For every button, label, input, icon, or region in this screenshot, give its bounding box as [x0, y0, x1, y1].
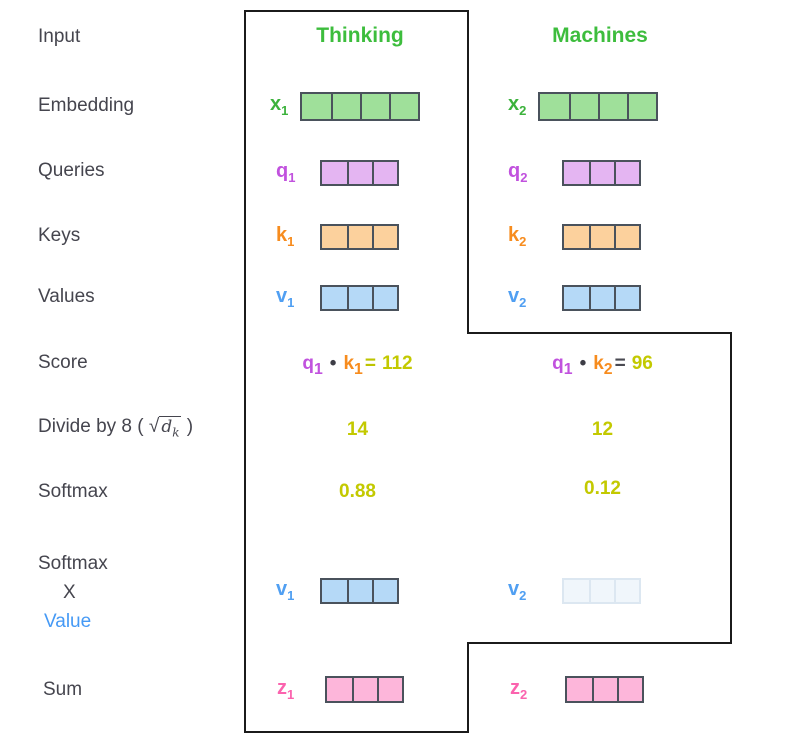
vector-x2 — [538, 92, 658, 121]
score1-k: k1 — [343, 353, 363, 378]
vector-cell — [564, 162, 589, 184]
vector-cell — [589, 226, 614, 248]
vector-cell — [614, 226, 639, 248]
row-label-embedding: Embedding — [38, 95, 135, 116]
divide-value-1: 14 — [346, 419, 369, 440]
vector-cell — [389, 94, 418, 119]
sqrt-symbol: √ — [148, 416, 160, 437]
vector-k1 — [320, 224, 399, 250]
vector-label-z2: z2 — [510, 677, 528, 702]
softmax-value-2: 0.12 — [584, 478, 621, 499]
vector-cell — [372, 580, 397, 602]
vector-cell — [352, 678, 377, 701]
vector-cell — [589, 287, 614, 309]
vector-cell — [360, 94, 389, 119]
vector-label-q2: q2 — [508, 160, 528, 185]
vector-label-v2-weighted: v2 — [508, 578, 527, 603]
vector-cell — [617, 678, 642, 701]
vector-cell — [614, 287, 639, 309]
vector-label-v1: v1 — [276, 285, 295, 310]
vector-q2 — [562, 160, 641, 186]
row-label-sum: Sum — [43, 679, 83, 700]
vector-cell — [598, 94, 627, 119]
row-label-softmax: Softmax — [38, 481, 108, 502]
row-label-values: Values — [38, 286, 95, 307]
divide-value-2: 12 — [591, 419, 614, 440]
score-1: q1 • k1=112 — [250, 353, 465, 379]
score1-value: 112 — [381, 353, 413, 374]
vector-v1 — [320, 285, 399, 311]
row-label-divide: Divide by 8 ( √dk ) — [38, 416, 194, 440]
vector-v1-weighted — [320, 578, 399, 604]
vector-cell — [347, 162, 372, 184]
row-label-softmax-x-value: Softmax X Value — [38, 553, 108, 632]
vector-cell — [347, 287, 372, 309]
score2-q: q1 — [552, 353, 573, 378]
vector-label-k2: k2 — [508, 224, 527, 249]
vector-cell — [567, 678, 592, 701]
score2-k: k2 — [593, 353, 613, 378]
vector-cell — [372, 162, 397, 184]
vector-cell — [327, 678, 352, 701]
vector-z2 — [565, 676, 644, 703]
vector-cell — [322, 287, 347, 309]
vector-cell — [372, 287, 397, 309]
dot-operator: • — [329, 353, 337, 374]
vector-cell — [589, 162, 614, 184]
vector-label-x2: x2 — [508, 93, 527, 118]
vector-label-z1: z1 — [277, 677, 295, 702]
vector-label-v2: v2 — [508, 285, 527, 310]
column-header-thinking: Thinking — [316, 24, 404, 47]
score1-q: q1 — [302, 353, 323, 378]
score2-value: 96 — [631, 353, 653, 374]
vector-cell — [564, 287, 589, 309]
vector-cell — [569, 94, 598, 119]
row-label-queries: Queries — [38, 160, 105, 181]
vector-cell — [589, 580, 614, 602]
vector-cell — [347, 580, 372, 602]
vector-cell — [614, 580, 639, 602]
vector-v2-weighted-faded — [562, 578, 641, 604]
score1-equals: = — [364, 353, 376, 374]
vector-z1 — [325, 676, 404, 703]
row-label-score: Score — [38, 352, 88, 373]
vector-k2 — [562, 224, 641, 250]
score2-equals: = — [614, 353, 626, 374]
vector-label-k1: k1 — [276, 224, 295, 249]
row-label-keys: Keys — [38, 225, 81, 246]
vector-cell — [322, 580, 347, 602]
vector-label-x1: x1 — [270, 93, 289, 118]
vector-cell — [377, 678, 402, 701]
vector-cell — [302, 94, 331, 119]
vector-cell — [564, 580, 589, 602]
vector-cell — [322, 162, 347, 184]
vector-cell — [592, 678, 617, 701]
vector-cell — [347, 226, 372, 248]
vector-cell — [322, 226, 347, 248]
vector-label-v1-weighted: v1 — [276, 578, 295, 603]
softmax-value-1: 0.88 — [339, 481, 376, 502]
vector-x1 — [300, 92, 420, 121]
vector-q1 — [320, 160, 399, 186]
row-label-input: Input — [38, 26, 81, 47]
score-2: q1 • k2=96 — [495, 353, 710, 379]
vector-cell — [540, 94, 569, 119]
vector-cell — [627, 94, 656, 119]
vector-cell — [372, 226, 397, 248]
vector-v2 — [562, 285, 641, 311]
vector-cell — [564, 226, 589, 248]
vector-label-q1: q1 — [276, 160, 296, 185]
vector-cell — [614, 162, 639, 184]
vector-cell — [331, 94, 360, 119]
column-header-machines: Machines — [552, 24, 648, 47]
dot-operator: • — [579, 353, 587, 374]
